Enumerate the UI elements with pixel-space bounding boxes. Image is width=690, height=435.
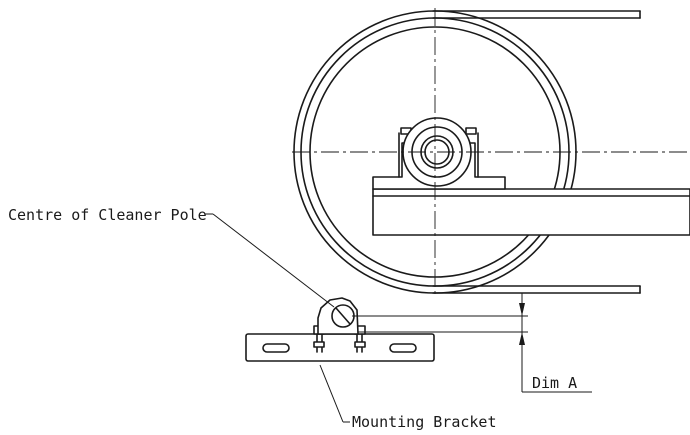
bearing-block [372,117,506,190]
mounting-bracket-label: Mounting Bracket [352,413,497,431]
mounting-bracket [245,297,435,362]
cleaner-pole-callout: Centre of Cleaner Pole [8,206,335,308]
conveyor-belt [432,10,641,294]
dim-a-label: Dim A [532,374,577,392]
cleaner-pole-label: Centre of Cleaner Pole [8,206,207,224]
dim-a-dimension: Dim A [352,293,592,393]
conveyor-frame [372,188,690,236]
mounting-bracket-callout: Mounting Bracket [319,364,497,431]
pulley-centerlines [292,8,690,296]
